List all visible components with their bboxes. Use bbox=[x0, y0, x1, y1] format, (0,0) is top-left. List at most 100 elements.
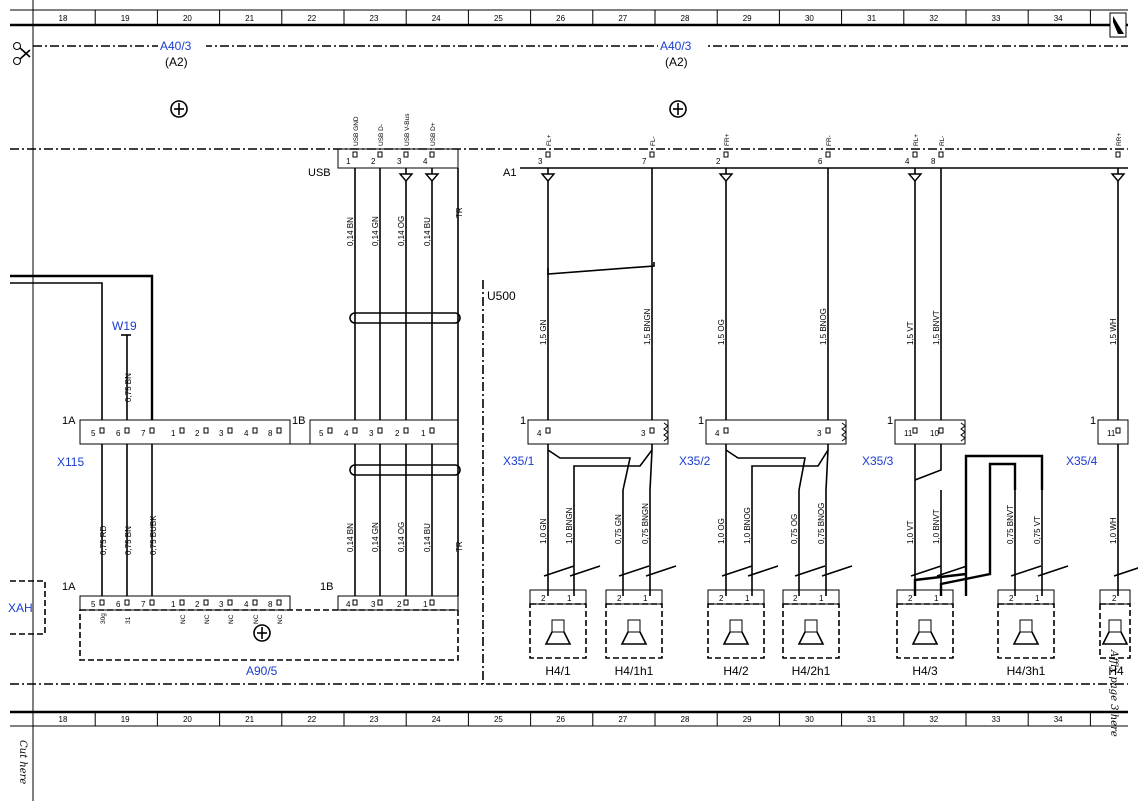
speaker-housing bbox=[707, 603, 765, 659]
x115-tag-1a: 1A bbox=[62, 415, 76, 427]
wire-label: NC bbox=[253, 614, 260, 624]
pin-contact bbox=[276, 599, 282, 606]
x35-label[interactable]: X35/1 bbox=[503, 454, 535, 468]
usb-pin-number: 4 bbox=[423, 157, 428, 166]
speaker-magnet bbox=[1019, 619, 1033, 633]
a90-label[interactable]: A90/5 bbox=[246, 664, 278, 678]
pin-contact bbox=[227, 599, 233, 606]
wire-label: 0,75 BNOG bbox=[817, 503, 826, 544]
left-incoming-wire-a bbox=[10, 274, 154, 420]
wire-label: 0,75 BNGN bbox=[641, 503, 650, 544]
x115-tag-1b: 1B bbox=[292, 415, 305, 427]
a40-label-left[interactable]: A40/3 bbox=[160, 39, 192, 53]
ground-symbol-icon bbox=[669, 100, 687, 118]
pin-number: 3 bbox=[369, 429, 374, 438]
wire-twist bbox=[910, 565, 942, 577]
pin-contact bbox=[99, 427, 105, 434]
x115-label[interactable]: X115 bbox=[57, 455, 84, 469]
a1-connector: A1 3FL+7FL-2FR+6FR-4RL+8RL-RR+ bbox=[503, 133, 1128, 179]
speaker-magnet bbox=[627, 619, 641, 633]
pin-contact bbox=[276, 427, 282, 434]
wire-label: 1,5 OG bbox=[717, 319, 726, 345]
pin-contact bbox=[825, 427, 831, 434]
wire-label: TR bbox=[455, 207, 464, 218]
wire-label: USB V-Bus bbox=[404, 113, 411, 146]
x35-body bbox=[1097, 419, 1129, 445]
pin-contact bbox=[252, 427, 258, 434]
ground-symbol-icon bbox=[170, 100, 188, 118]
pin-number: 1 bbox=[643, 594, 648, 603]
x35-label[interactable]: X35/2 bbox=[679, 454, 711, 468]
ruler-bottom-ticks bbox=[32, 712, 1091, 726]
crossover-wire bbox=[573, 444, 653, 490]
x35-label[interactable]: X35/4 bbox=[1066, 454, 1098, 468]
a2-label-left: (A2) bbox=[165, 55, 188, 69]
w19-label[interactable]: W19 bbox=[112, 319, 137, 333]
wire-twist bbox=[1010, 565, 1042, 577]
pin-contact bbox=[938, 427, 944, 434]
speaker-icon bbox=[722, 619, 750, 645]
speaker-connector bbox=[997, 589, 1055, 605]
wire-twist bbox=[721, 565, 753, 577]
pin-number: 1 bbox=[421, 429, 426, 438]
pin-number: 6 bbox=[116, 600, 121, 609]
ruler-number: 30 bbox=[805, 14, 814, 23]
pin-number: 4 bbox=[244, 429, 249, 438]
speaker-connector bbox=[782, 589, 840, 605]
wire-label: 1,0 OG bbox=[717, 518, 726, 544]
x35-label[interactable]: X35/3 bbox=[862, 454, 894, 468]
speaker-label[interactable]: H4/3 bbox=[912, 664, 938, 678]
a1-pin-contact bbox=[912, 151, 918, 158]
ruler-number: 31 bbox=[867, 715, 876, 724]
usb-pin-number: 2 bbox=[371, 157, 376, 166]
wire-twist bbox=[747, 565, 779, 577]
ruler-number: 18 bbox=[59, 715, 68, 724]
pin-number: 4 bbox=[346, 600, 351, 609]
usb-pin-contact bbox=[403, 151, 409, 158]
a1-pin-number: 2 bbox=[716, 157, 721, 166]
speaker-label[interactable]: H4 bbox=[1108, 664, 1124, 678]
wire-label: TR bbox=[455, 541, 464, 552]
a1-pin-number: 4 bbox=[905, 157, 910, 166]
pin-number: 2 bbox=[195, 600, 200, 609]
ruler-number: 28 bbox=[681, 715, 690, 724]
pin-number: 1 bbox=[819, 594, 824, 603]
pin-number: 2 bbox=[395, 429, 400, 438]
pin-number: 1 bbox=[934, 594, 939, 603]
speaker-label[interactable]: H4/3h1 bbox=[1007, 664, 1046, 678]
wire-label: 0,75 BNVT bbox=[1006, 505, 1015, 544]
speaker-connector bbox=[896, 589, 954, 605]
speaker-label[interactable]: H4/1h1 bbox=[615, 664, 654, 678]
wire-label: 0,75 OG bbox=[790, 514, 799, 544]
pin-number: 11 bbox=[904, 429, 913, 438]
ruler-number: 24 bbox=[432, 715, 441, 724]
speaker-cone bbox=[911, 631, 939, 645]
wire-label: 30g bbox=[100, 613, 107, 624]
speaker-cone bbox=[544, 631, 572, 645]
cable-shield-bottom bbox=[349, 464, 461, 476]
wire-label: 1,0 BNVT bbox=[932, 509, 941, 544]
wire-twist bbox=[936, 565, 968, 577]
speaker-label[interactable]: H4/2h1 bbox=[792, 664, 831, 678]
usb-pin-contact bbox=[352, 151, 358, 158]
ruler-number: 29 bbox=[743, 14, 752, 23]
speaker-label[interactable]: H4/1 bbox=[545, 664, 571, 678]
wire-label: 1,5 VT bbox=[906, 321, 915, 345]
ruler-number: 22 bbox=[307, 14, 316, 23]
ruler-number: 19 bbox=[121, 715, 130, 724]
wire-label: RR+ bbox=[1116, 133, 1123, 146]
pin-number: 2 bbox=[719, 594, 724, 603]
pin-contact bbox=[203, 599, 209, 606]
speaker-label[interactable]: H4/2 bbox=[723, 664, 749, 678]
strain-relief-icon bbox=[960, 422, 966, 442]
speaker-icon bbox=[911, 619, 939, 645]
ruler-ticks bbox=[32, 10, 1091, 25]
speaker-cone bbox=[620, 631, 648, 645]
pin-contact bbox=[912, 427, 918, 434]
a40-label-right[interactable]: A40/3 bbox=[660, 39, 692, 53]
xah-label[interactable]: XAH bbox=[8, 601, 33, 615]
ruler-number: 26 bbox=[556, 715, 565, 724]
wire-label: 1,0 BNOG bbox=[743, 507, 752, 544]
